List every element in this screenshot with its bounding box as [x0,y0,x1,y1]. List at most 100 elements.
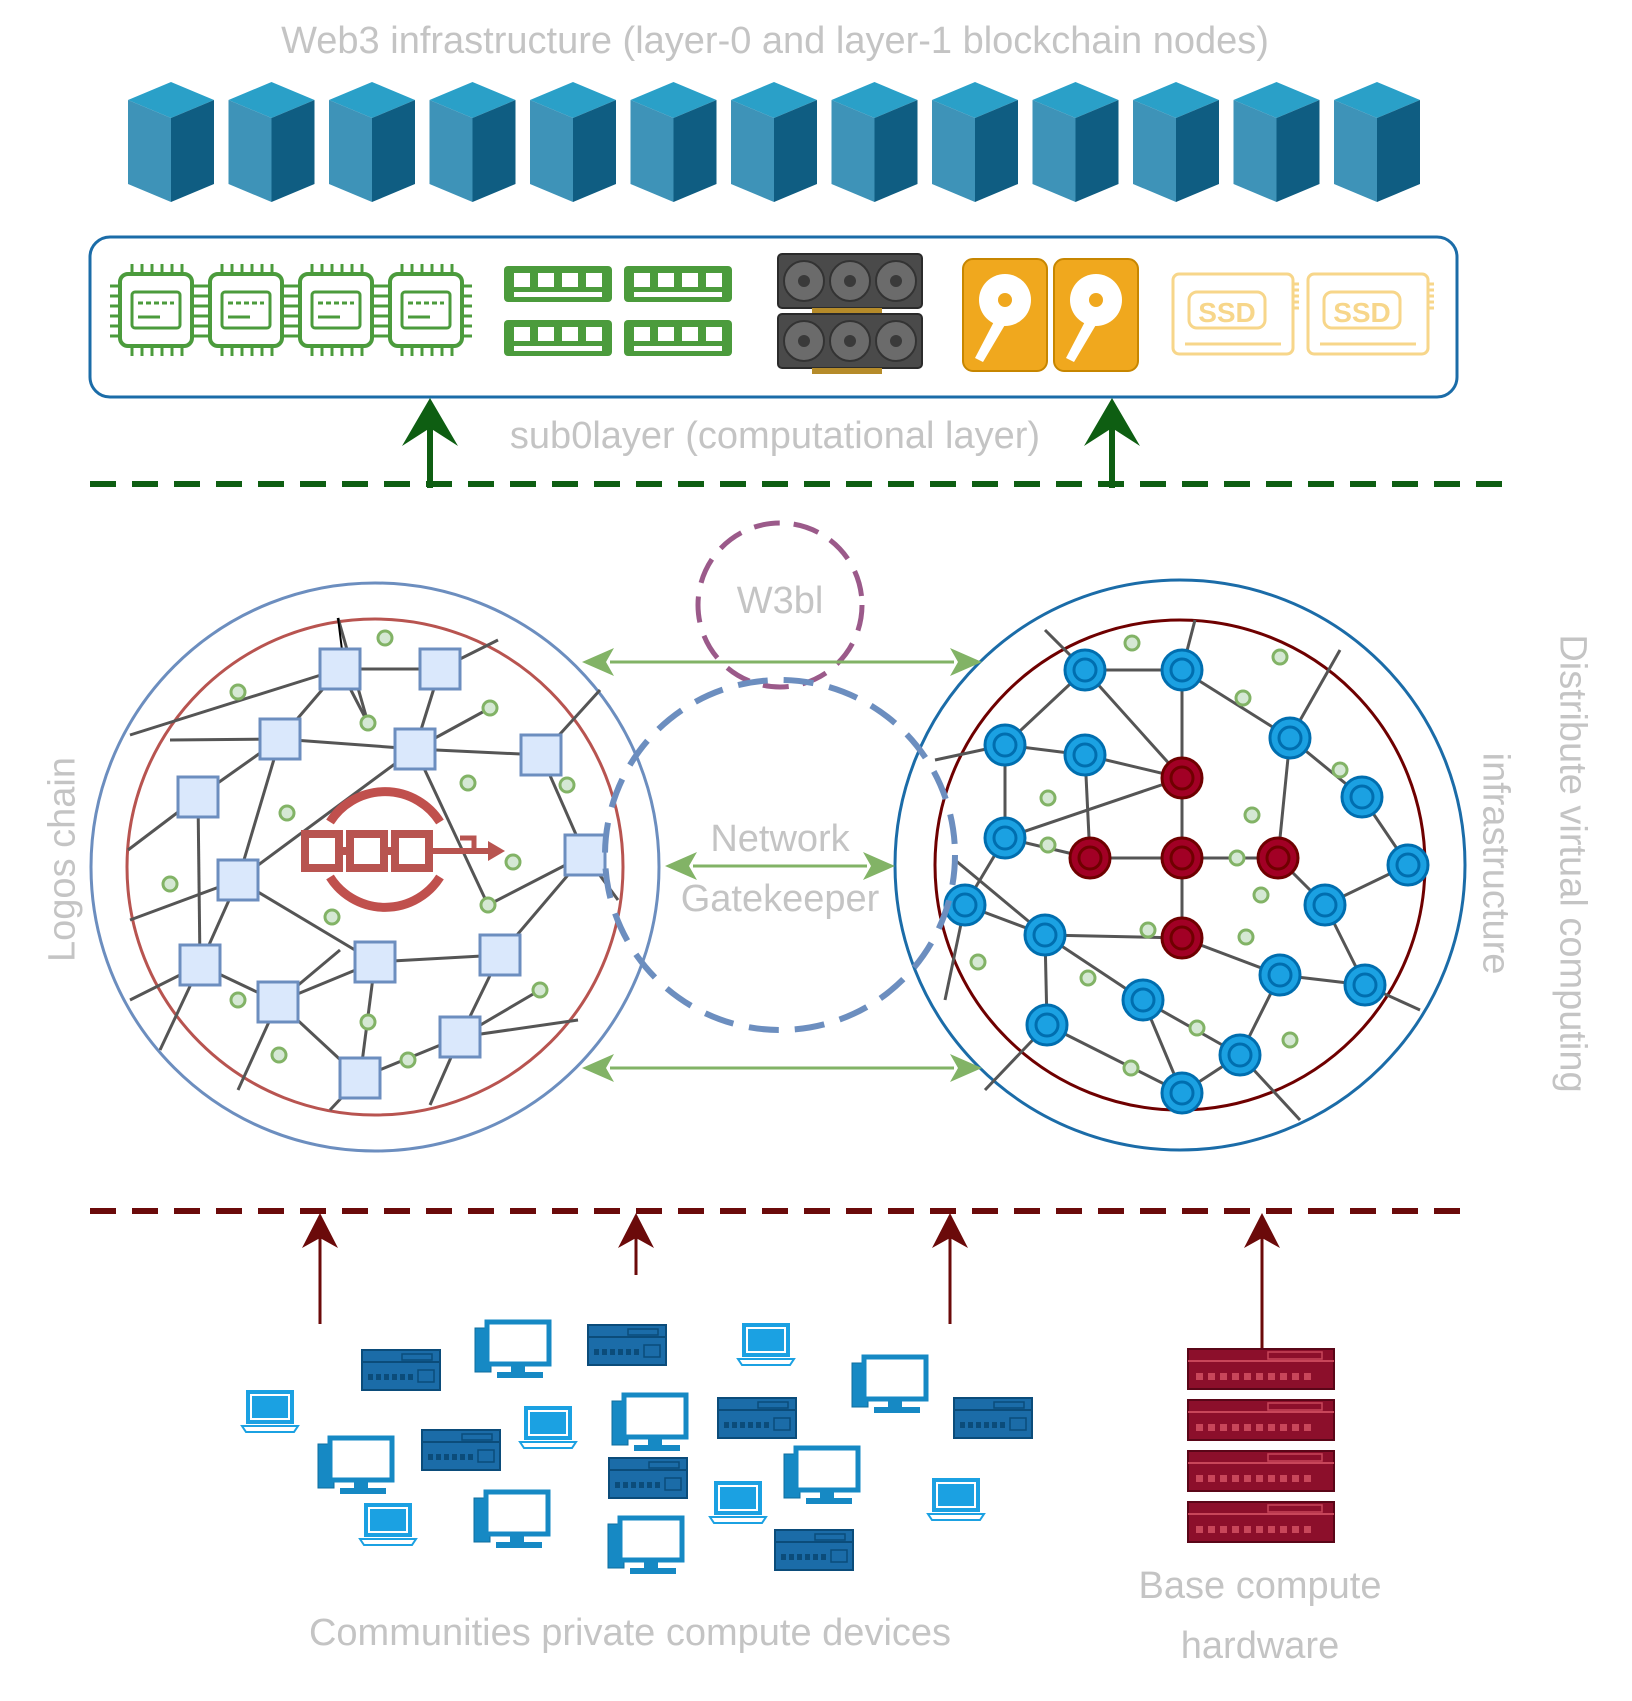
rack-led [384,1374,389,1380]
cube-left-face [831,100,875,202]
rack-led [594,1349,599,1355]
link-dot [278,804,296,822]
network-node-square [216,858,260,902]
ram-chip [634,273,650,287]
cube-left-face [429,100,473,202]
rack-led [1196,1373,1203,1380]
rack-led [789,1554,794,1560]
base-hardware-label-line1: Base compute [1138,1565,1382,1607]
network-node-square [258,717,302,761]
compute-node-blue [1268,716,1312,760]
ram-chip [658,327,674,341]
rack-led [1280,1475,1287,1482]
compute-node-blue [983,723,1027,767]
link-dot [504,853,522,871]
compute-node-blue [1160,1071,1204,1115]
rack-port [1009,1417,1027,1431]
blockchain-node-icon [1133,82,1219,202]
logos-chain-network [89,581,661,1153]
top-link-arrow [582,648,982,676]
monitor-stand [648,1437,662,1445]
monitor-stand [644,1560,658,1568]
rack-led [968,1422,973,1428]
base-hardware-label-line2: hardware [1180,1625,1340,1667]
monitor [617,1515,685,1563]
rack-led [1292,1475,1299,1482]
rack-slot [993,1401,1025,1409]
link-dot [1243,806,1261,824]
rack-led [655,1482,660,1488]
laptop-display [530,1412,566,1434]
chain-block [346,830,388,872]
up-arrow-green [402,398,458,488]
monitor-base [634,1445,680,1451]
link-dot [1039,836,1057,854]
compute-node-blue [1258,953,1302,997]
network-link [413,748,490,906]
hdd-icon [962,258,1048,372]
link-dot [1237,928,1255,946]
rack-led [1244,1424,1251,1431]
network-node-square [438,1015,482,1059]
ram-contacts [634,346,722,351]
compute-node-blue [1386,843,1430,887]
rack-led [452,1454,457,1460]
w3bl-label: W3bl [736,580,824,622]
hdd-spindle [1089,293,1103,307]
node-inner [1227,1042,1253,1068]
arrow-head [402,398,458,446]
network-link [1044,933,1183,940]
rack-led [1304,1475,1311,1482]
network-node-square [418,647,462,691]
rack-chassis [1187,1399,1335,1441]
node-inner [1265,845,1291,871]
arrow-head [618,1213,654,1248]
cpu-icon [200,264,292,356]
network-link [337,617,343,651]
hdd-arm [975,312,1009,362]
arrow-head [950,1054,982,1082]
blockchain-node-icon [329,82,415,202]
rack-led [1232,1475,1239,1482]
gpu-connector [812,368,882,374]
ssd-icon: SSD [1306,272,1434,356]
compute-node-red [1160,836,1204,880]
rack-led [732,1422,737,1428]
cpu-die [130,290,182,330]
network-link [1004,776,1183,840]
rack-slot [401,1353,433,1361]
rack-slot [814,1533,846,1541]
cube-right-face [372,100,415,202]
network-link [1083,668,1184,780]
server-rack-icon [608,1457,688,1499]
hdd-drives [962,258,1139,372]
up-arrow-maroon [302,1213,338,1324]
rack-port [773,1417,791,1431]
laptop-icon [358,1503,418,1546]
laptop-display [252,1396,288,1418]
ram-icon [504,266,612,302]
blockchain-node-cubes [128,82,1420,202]
rack-led [392,1374,397,1380]
node-inner [1312,892,1338,918]
link-dot [1139,921,1157,939]
hdd-icon [1053,258,1139,372]
desktop-computer-icon [473,1489,551,1548]
network-node-square [318,647,362,691]
arrow-head [665,852,697,880]
rack-led [626,1349,631,1355]
compute-node-blue [1023,913,1067,957]
laptop-base [358,1538,418,1546]
cube-left-face [228,100,272,202]
ram-icon [624,320,732,356]
rack-led [764,1422,769,1428]
rack-led [634,1349,639,1355]
monitor-stand [888,1399,902,1407]
rack-port [830,1549,848,1563]
laptop-base [926,1513,986,1521]
rack-led [740,1422,745,1428]
cube-right-face [1176,100,1219,202]
rack-led [1256,1526,1263,1533]
ram-chip [682,273,698,287]
